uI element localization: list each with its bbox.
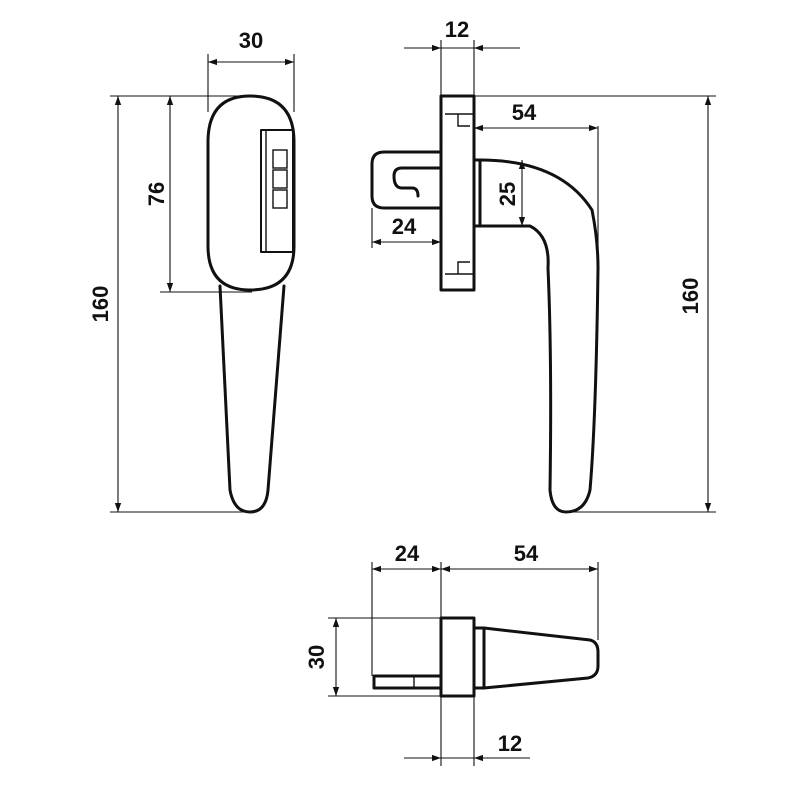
top-projection-label: 54 — [514, 541, 539, 566]
side-base-notch-bottom — [457, 261, 470, 274]
top-neck — [472, 626, 486, 690]
side-projection-label: 54 — [512, 100, 537, 125]
side-base-notch-top — [457, 114, 470, 127]
side-spindle-fork — [370, 150, 443, 210]
front-total-height-label: 160 — [88, 286, 113, 323]
top-spindle — [372, 674, 443, 690]
top-base-width-label: 12 — [498, 731, 522, 756]
top-width-label: 30 — [304, 645, 329, 669]
top-base-plate — [439, 616, 476, 698]
front-rose-outline — [206, 94, 296, 292]
side-base-plate — [439, 94, 476, 292]
side-total-height-label: 160 — [678, 278, 703, 315]
top-view: 24 54 30 12 — [304, 541, 600, 766]
front-lock-slot-3 — [272, 189, 288, 209]
side-spindle-length-label: 24 — [392, 214, 417, 239]
front-view: 30 76 160 — [88, 28, 296, 514]
front-rose-height-label: 76 — [144, 182, 169, 206]
side-neck — [472, 158, 482, 228]
front-lever-outline — [218, 284, 286, 514]
side-spindle-height-label: 25 — [495, 182, 520, 206]
front-lock-slot-1 — [272, 149, 288, 169]
front-width-label: 30 — [239, 28, 263, 53]
front-lock-slot-2 — [272, 169, 288, 189]
side-base-width-label: 12 — [445, 17, 469, 42]
front-lock-plate — [260, 129, 294, 253]
side-view: 12 54 25 24 160 — [370, 17, 716, 514]
side-lever-outline — [478, 158, 600, 514]
top-spindle-length-label: 24 — [395, 541, 420, 566]
top-lever-outline — [482, 626, 600, 690]
